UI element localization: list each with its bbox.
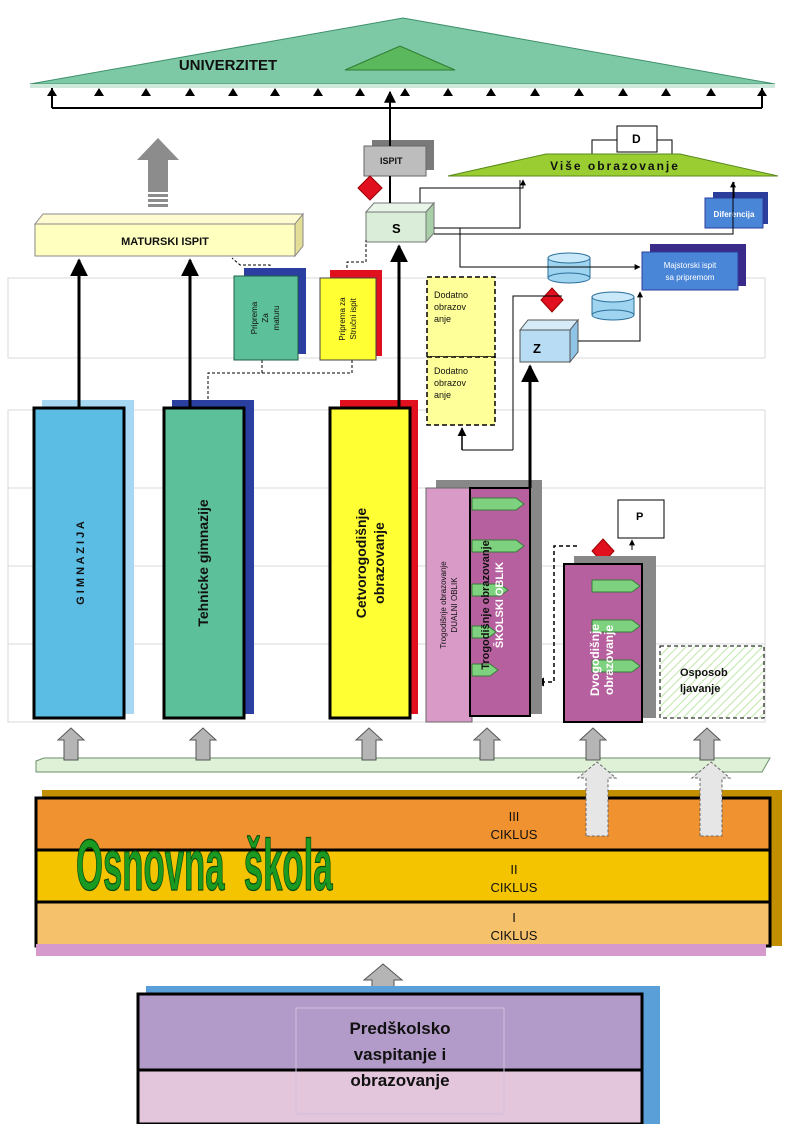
dodatno2-line1: Dodatno [434, 366, 468, 376]
ciklus2-roman: II [510, 862, 517, 877]
predskolsko-line1: Predškolsko [349, 1019, 450, 1038]
red-diamond-z [540, 287, 564, 313]
predskolsko-block: Predškolsko vaspitanje i obrazovanje [136, 986, 660, 1124]
dashed-priprema-links [207, 360, 263, 404]
osnovna-skola-title: Osnovna škola [76, 825, 333, 907]
maturski-ispit-box: MATURSKI ISPIT [33, 212, 305, 258]
dodatno2-line3: anje [434, 390, 451, 400]
small-up-arrows [56, 727, 722, 761]
osposob-line2: ljavanje [680, 683, 720, 695]
z-box: Z [518, 318, 580, 364]
dodatno2-line2: obrazov [434, 378, 467, 388]
majstorski-ispit-box: Majstorski ispit sa pripremom [641, 244, 746, 291]
dvog-arrows [591, 579, 641, 673]
osnovna-dashed-arrows [576, 761, 732, 837]
gimnazija-column: G I M N A Z I J A [32, 400, 134, 720]
trog-dual-line1: Trogodišnje obrazovanje [439, 561, 448, 649]
z-label: Z [533, 341, 541, 356]
connector-lines [384, 90, 736, 451]
transition-bar [35, 757, 771, 773]
vise-obrazovanje: Više obrazovanje [447, 153, 779, 177]
dodatno1-line3: anje [434, 314, 451, 324]
majstorski-line2: sa pripremom [666, 273, 715, 282]
univerzitet-rail [47, 88, 767, 109]
s-box: S [364, 201, 436, 244]
cetvoro-line2: obrazovanje [371, 522, 387, 604]
dvog-line1: Dvogodišnje [588, 624, 602, 696]
strucni-line1: Priprema za [338, 297, 347, 341]
ciklus1-roman: I [512, 910, 516, 925]
ispit-box: ISPIT [363, 140, 434, 177]
trog-arrows [471, 497, 525, 677]
gimnazija-label: G I M N A Z I J A [75, 521, 87, 605]
dvog-line2: obrazovanje [602, 625, 616, 695]
dodatno1-line2: obrazov [434, 302, 467, 312]
d-label: D [632, 132, 641, 146]
ispit-label: ISPIT [380, 156, 403, 166]
cylinder-2 [591, 291, 635, 321]
priprema-matura-box: Priprema Za maturu [233, 268, 306, 361]
dodatno-obrazovanje-box-2: Dodatno obrazov anje [426, 356, 496, 426]
cetvorogodisnje-column: Cetvorogodišnje obrazovanje [328, 400, 418, 720]
vise-obrazovanje-label: Više obrazovanje [550, 159, 680, 173]
rail-arrowheads [47, 88, 767, 96]
predskolsko-line3: obrazovanje [350, 1071, 449, 1090]
matura-line1: Priprema [250, 301, 259, 334]
red-diamond-s [357, 175, 383, 201]
diferencija-label: Diferencija [714, 210, 755, 219]
osnovna-skola-block: III CIKLUS II CIKLUS I CIKLUS Osnovna šk… [34, 790, 782, 956]
trog-dual-line2: DUALNI OBLIK [450, 577, 459, 633]
trog-skol-line2: ŠKOLSKI OBLIK [493, 562, 506, 648]
dashed-dvog-link [535, 545, 577, 687]
univerzitet-title: UNIVERZITET [179, 57, 277, 74]
predskolsko-line2: vaspitanje i [354, 1045, 447, 1064]
ciklus1-word: CIKLUS [491, 928, 538, 943]
ciklus3-roman: III [509, 809, 520, 824]
trogodisnje-column: Trogodišnje obrazovanje DUALNI OBLIK Tro… [425, 480, 542, 723]
cylinder-1 [547, 252, 591, 284]
priprema-strucni-box: Priprema za Stručni ispit [319, 270, 382, 361]
cetvoro-line1: Cetvorogodišnje [353, 508, 369, 619]
tehnicke-column: Tehnicke gimnazije [162, 400, 254, 720]
main-up-arrows [70, 244, 539, 488]
majstorski-line1: Majstorski ispit [664, 261, 717, 270]
gray-up-arrow-large [137, 138, 179, 207]
osposobljavanje-box: Osposob ljavanje [659, 645, 765, 719]
ciklus2-word: CIKLUS [491, 880, 538, 895]
ciklus3-word: CIKLUS [491, 827, 538, 842]
maturski-ispit-label: MATURSKI ISPIT [121, 236, 209, 248]
dodatno-obrazovanje-box-1: Dodatno obrazov anje [426, 276, 496, 358]
matura-line3: maturu [272, 306, 281, 331]
p-label: P [636, 511, 643, 523]
univerzitet-roof: UNIVERZITET [29, 17, 776, 88]
matura-line2: Za [261, 313, 270, 323]
d-box: D [591, 125, 673, 154]
dashed-priprema-links-2 [262, 360, 353, 374]
dvogodisnje-column: Dvogodišnje obrazovanje [563, 556, 656, 723]
s-label: S [392, 221, 401, 236]
p-box: P [617, 499, 665, 539]
tehnicke-label: Tehnicke gimnazije [195, 499, 211, 627]
diferencija-box: Diferencija [704, 192, 768, 229]
trog-skol-line1: Trogodišnje obrazovanje [480, 540, 492, 670]
dodatno1-line1: Dodatno [434, 290, 468, 300]
osposob-line1: Osposob [680, 667, 728, 679]
strucni-line2: Stručni ispit [349, 298, 358, 340]
